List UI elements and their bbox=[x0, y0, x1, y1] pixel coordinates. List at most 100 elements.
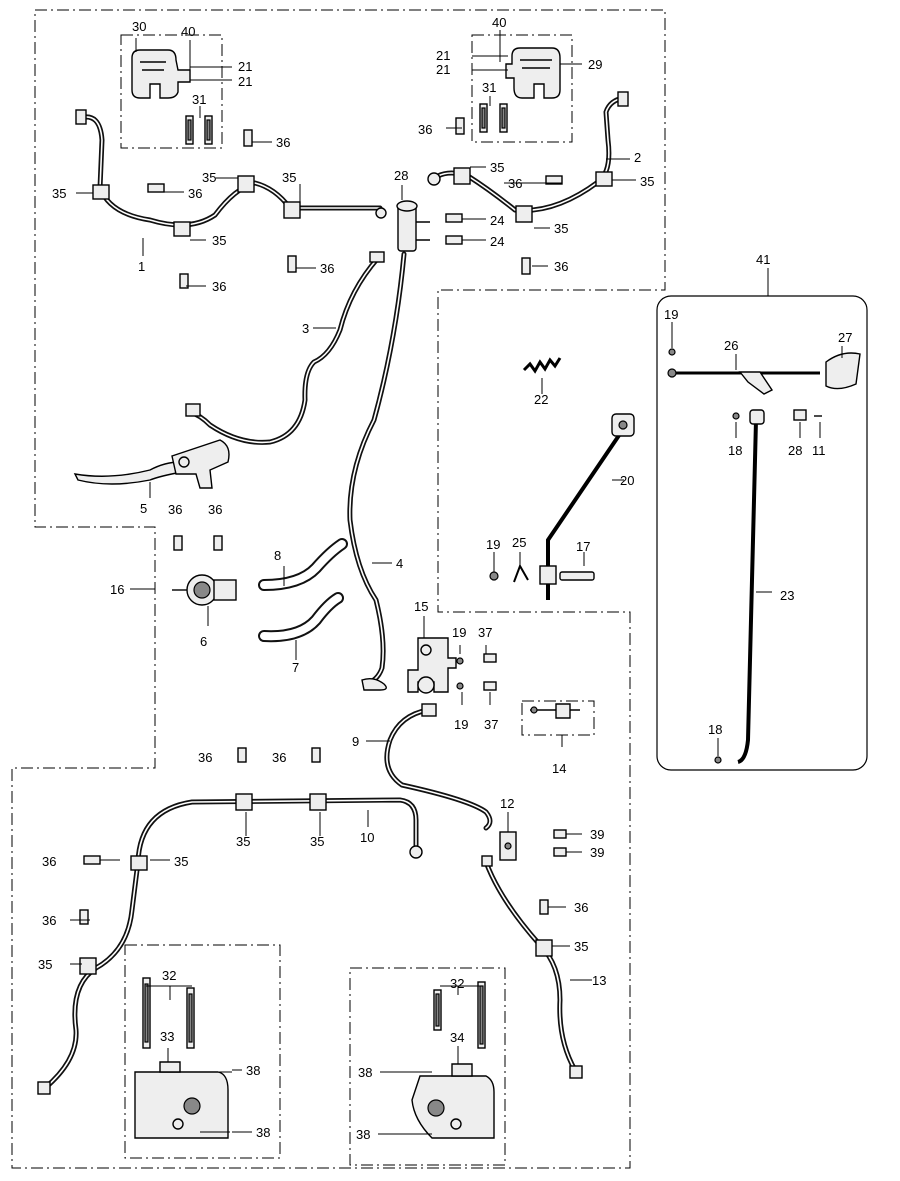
callout-18-kit-top: 18 bbox=[728, 443, 742, 458]
pin-17 bbox=[539, 565, 595, 585]
rear-pads-right bbox=[433, 981, 486, 1049]
callout-35-f: 35 bbox=[640, 174, 654, 189]
callout-26: 26 bbox=[724, 338, 738, 353]
callout-35-e: 35 bbox=[490, 160, 504, 175]
callout-21-right-b: 21 bbox=[436, 62, 450, 77]
callout-40-right: 40 bbox=[492, 15, 506, 30]
callout-36-j: 36 bbox=[198, 750, 212, 765]
rear-caliper-left-33 bbox=[134, 1061, 229, 1139]
callout-6: 6 bbox=[200, 634, 207, 649]
callout-11: 11 bbox=[812, 443, 826, 458]
front-caliper-left bbox=[131, 49, 191, 99]
callout-32-left: 32 bbox=[162, 968, 176, 983]
callout-9: 9 bbox=[352, 734, 359, 749]
callout-7: 7 bbox=[292, 660, 299, 675]
callout-35-g: 35 bbox=[554, 221, 568, 236]
callout-33: 33 bbox=[160, 1029, 174, 1044]
callout-35-c: 35 bbox=[52, 186, 66, 201]
bracket-27 bbox=[825, 352, 861, 390]
callout-1: 1 bbox=[138, 259, 145, 274]
callout-36-k: 36 bbox=[272, 750, 286, 765]
callout-15: 15 bbox=[414, 599, 428, 614]
callout-38-d: 38 bbox=[356, 1127, 370, 1142]
callout-19-kit: 19 bbox=[664, 307, 678, 322]
sleeve-28-kit bbox=[793, 409, 807, 421]
callout-10: 10 bbox=[360, 830, 374, 845]
callout-35-d: 35 bbox=[212, 233, 226, 248]
callout-17: 17 bbox=[576, 539, 590, 554]
rear-caliper-left-box bbox=[124, 944, 281, 1159]
callout-38-b: 38 bbox=[256, 1125, 270, 1140]
callout-28-kit: 28 bbox=[788, 443, 802, 458]
callout-38-a: 38 bbox=[246, 1063, 260, 1078]
callout-35-k: 35 bbox=[38, 957, 52, 972]
callout-31-left: 31 bbox=[192, 92, 206, 107]
callout-39-a: 39 bbox=[590, 827, 604, 842]
callout-36-i: 36 bbox=[208, 502, 222, 517]
lever-rod-26 bbox=[667, 368, 820, 395]
washer-18-bottom bbox=[714, 756, 722, 764]
callout-24-a: 24 bbox=[490, 213, 504, 228]
callout-35-b: 35 bbox=[282, 170, 296, 185]
hose-1 bbox=[75, 109, 387, 237]
hose-rear-left bbox=[37, 855, 148, 1095]
washer-19-kit bbox=[668, 348, 676, 356]
bolts bbox=[79, 55, 567, 1135]
callout-37-a: 37 bbox=[478, 625, 492, 640]
callout-36-f: 36 bbox=[508, 176, 522, 191]
front-caliper-right-box bbox=[471, 34, 573, 143]
callout-36-d: 36 bbox=[212, 279, 226, 294]
callout-5: 5 bbox=[140, 501, 147, 516]
callout-4: 4 bbox=[396, 556, 403, 571]
rear-pads-left bbox=[142, 977, 195, 1049]
callout-41: 41 bbox=[756, 252, 770, 267]
callout-28-top: 28 bbox=[394, 168, 408, 183]
callout-21-right-a: 21 bbox=[436, 48, 450, 63]
rear-caliper-right-box bbox=[349, 967, 506, 1166]
rear-caliper-right-34 bbox=[411, 1063, 495, 1139]
callout-19-a: 19 bbox=[452, 625, 466, 640]
callout-36-l: 36 bbox=[42, 854, 56, 869]
hose-7 bbox=[258, 592, 344, 643]
callout-34: 34 bbox=[450, 1030, 464, 1045]
leader-lines bbox=[70, 30, 843, 1135]
callout-18-kit-bottom: 18 bbox=[708, 722, 722, 737]
callout-36-c: 36 bbox=[320, 261, 334, 276]
callout-35-l: 35 bbox=[574, 939, 588, 954]
callout-21-left-a: 21 bbox=[238, 59, 252, 74]
hose-13 bbox=[481, 855, 583, 1079]
callout-labels: 30 40 21 21 31 40 21 21 29 31 36 35 35 3… bbox=[38, 15, 852, 1142]
front-pads-left bbox=[185, 115, 213, 145]
rod-23 bbox=[737, 409, 765, 764]
washer-18-top bbox=[732, 412, 740, 420]
callout-23: 23 bbox=[780, 588, 794, 603]
callout-36-n: 36 bbox=[574, 900, 588, 915]
callout-19-pedal: 19 bbox=[486, 537, 500, 552]
washer-19-pedal bbox=[489, 571, 499, 581]
callout-8: 8 bbox=[274, 548, 281, 563]
callout-35-a: 35 bbox=[202, 170, 216, 185]
kit-14-box bbox=[521, 700, 595, 736]
callout-2: 2 bbox=[634, 150, 641, 165]
callout-19-b: 19 bbox=[454, 717, 468, 732]
front-caliper-left-box bbox=[120, 34, 223, 149]
callout-38-c: 38 bbox=[358, 1065, 372, 1080]
callout-36-h: 36 bbox=[168, 502, 182, 517]
callout-36-b: 36 bbox=[188, 186, 202, 201]
front-pads-right bbox=[479, 103, 508, 133]
callout-14: 14 bbox=[552, 761, 566, 776]
callout-3: 3 bbox=[302, 321, 309, 336]
hose-10 bbox=[135, 793, 423, 865]
callout-30: 30 bbox=[132, 19, 146, 34]
callout-27: 27 bbox=[838, 330, 852, 345]
hose-2 bbox=[427, 91, 629, 223]
callout-31-right: 31 bbox=[482, 80, 496, 95]
callout-36-a: 36 bbox=[276, 135, 290, 150]
hose-8 bbox=[258, 538, 348, 591]
callout-36-m: 36 bbox=[42, 913, 56, 928]
callout-40-left: 40 bbox=[181, 24, 195, 39]
callout-13: 13 bbox=[592, 973, 606, 988]
hose-3 bbox=[185, 251, 385, 445]
callout-22: 22 bbox=[534, 392, 548, 407]
